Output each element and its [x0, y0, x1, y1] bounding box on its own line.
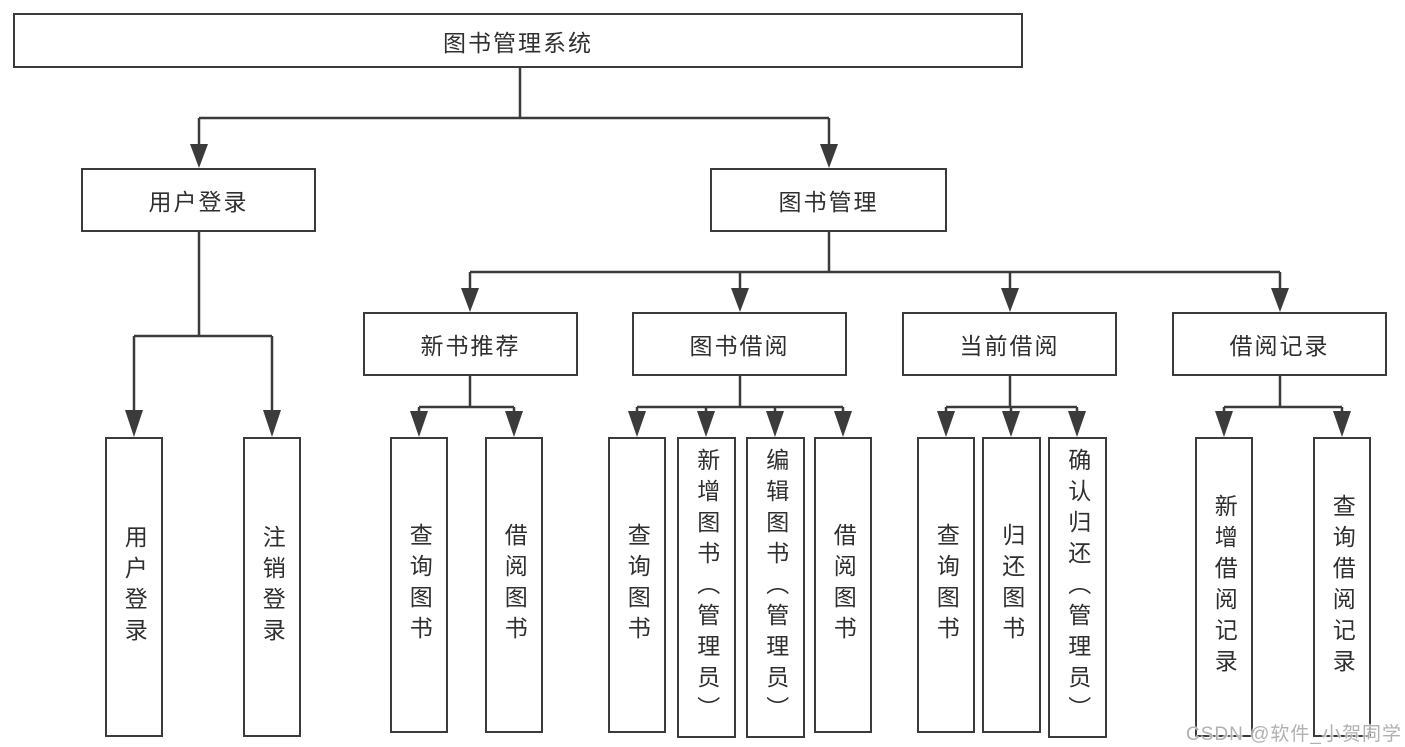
leaf-cb-confirm-return-admin-label: 确认归还（管理员） [1064, 448, 1091, 727]
node-book-borrow: 图书借阅 [632, 312, 847, 376]
leaf-br-query-record: 查询借阅记录 [1313, 437, 1371, 737]
node-user-login: 用户登录 [81, 168, 316, 232]
leaf-nbr-query-books-label: 查询图书 [406, 523, 433, 647]
leaf-bb-add-books-admin-label: 新增图书（管理员） [693, 448, 720, 727]
node-borrow-records-label: 借阅记录 [1229, 333, 1330, 359]
leaf-user-login: 用户登录 [105, 437, 163, 737]
leaf-nbr-borrow-books-label: 借阅图书 [501, 523, 528, 647]
node-book-management-label: 图书管理 [778, 189, 879, 215]
node-new-book-recommend-label: 新书推荐 [420, 333, 521, 359]
leaf-cb-query-books: 查询图书 [917, 437, 975, 733]
leaf-nbr-borrow-books: 借阅图书 [485, 437, 543, 733]
node-root-label: 图书管理系统 [443, 29, 593, 56]
leaf-br-query-record-label: 查询借阅记录 [1329, 494, 1356, 680]
leaf-bb-query-books: 查询图书 [608, 437, 666, 733]
node-current-borrow-label: 当前借阅 [959, 333, 1060, 359]
node-book-borrow-label: 图书借阅 [689, 333, 790, 359]
leaf-cb-confirm-return-admin: 确认归还（管理员） [1048, 437, 1107, 738]
node-root: 图书管理系统 [13, 13, 1023, 68]
node-new-book-recommend: 新书推荐 [363, 312, 578, 376]
leaf-bb-edit-books-admin-label: 编辑图书（管理员） [762, 448, 789, 727]
leaf-cb-return-books-label: 归还图书 [998, 523, 1025, 647]
leaf-logout: 注销登录 [243, 437, 301, 737]
leaf-bb-query-books-label: 查询图书 [624, 523, 651, 647]
leaf-br-add-record: 新增借阅记录 [1195, 437, 1253, 737]
leaf-logout-label: 注销登录 [259, 525, 286, 649]
watermark: CSDN @软件_小贺同学 [1186, 724, 1402, 745]
leaf-cb-return-books: 归还图书 [982, 437, 1041, 733]
node-borrow-records: 借阅记录 [1172, 312, 1387, 376]
node-user-login-label: 用户登录 [148, 189, 249, 215]
leaf-bb-borrow-books: 借阅图书 [814, 437, 872, 733]
leaf-bb-borrow-books-label: 借阅图书 [830, 523, 857, 647]
node-current-borrow: 当前借阅 [902, 312, 1117, 376]
leaf-bb-add-books-admin: 新增图书（管理员） [677, 437, 736, 738]
leaf-cb-query-books-label: 查询图书 [933, 523, 960, 647]
node-book-management: 图书管理 [710, 168, 947, 232]
leaf-nbr-query-books: 查询图书 [390, 437, 448, 733]
leaf-br-add-record-label: 新增借阅记录 [1211, 494, 1238, 680]
leaf-user-login-label: 用户登录 [121, 525, 148, 649]
leaf-bb-edit-books-admin: 编辑图书（管理员） [746, 437, 805, 738]
